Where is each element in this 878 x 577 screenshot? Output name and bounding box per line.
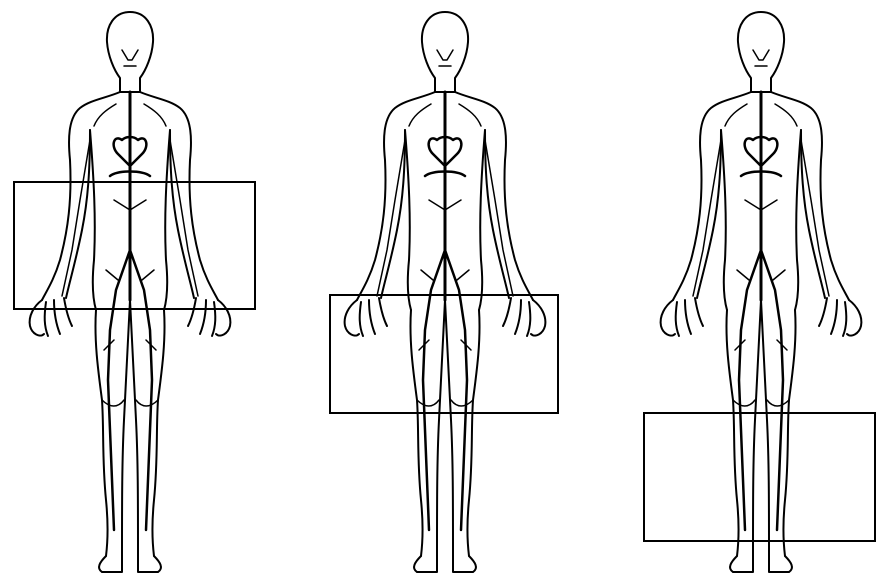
left-foot bbox=[730, 556, 753, 572]
right-foot bbox=[138, 556, 161, 572]
head-outline bbox=[422, 12, 468, 92]
right-foot bbox=[453, 556, 476, 572]
head-outline bbox=[738, 12, 784, 92]
highlight-box-thighs bbox=[329, 294, 559, 414]
right-foot bbox=[769, 556, 792, 572]
highlight-box-lower-legs bbox=[643, 412, 876, 542]
right-hand bbox=[819, 298, 861, 336]
body-figure-2 bbox=[325, 0, 565, 577]
left-foot bbox=[99, 556, 122, 572]
highlight-box-abdomen bbox=[13, 181, 256, 310]
left-foot bbox=[414, 556, 437, 572]
head-outline bbox=[107, 12, 153, 92]
left-hand bbox=[661, 298, 703, 336]
